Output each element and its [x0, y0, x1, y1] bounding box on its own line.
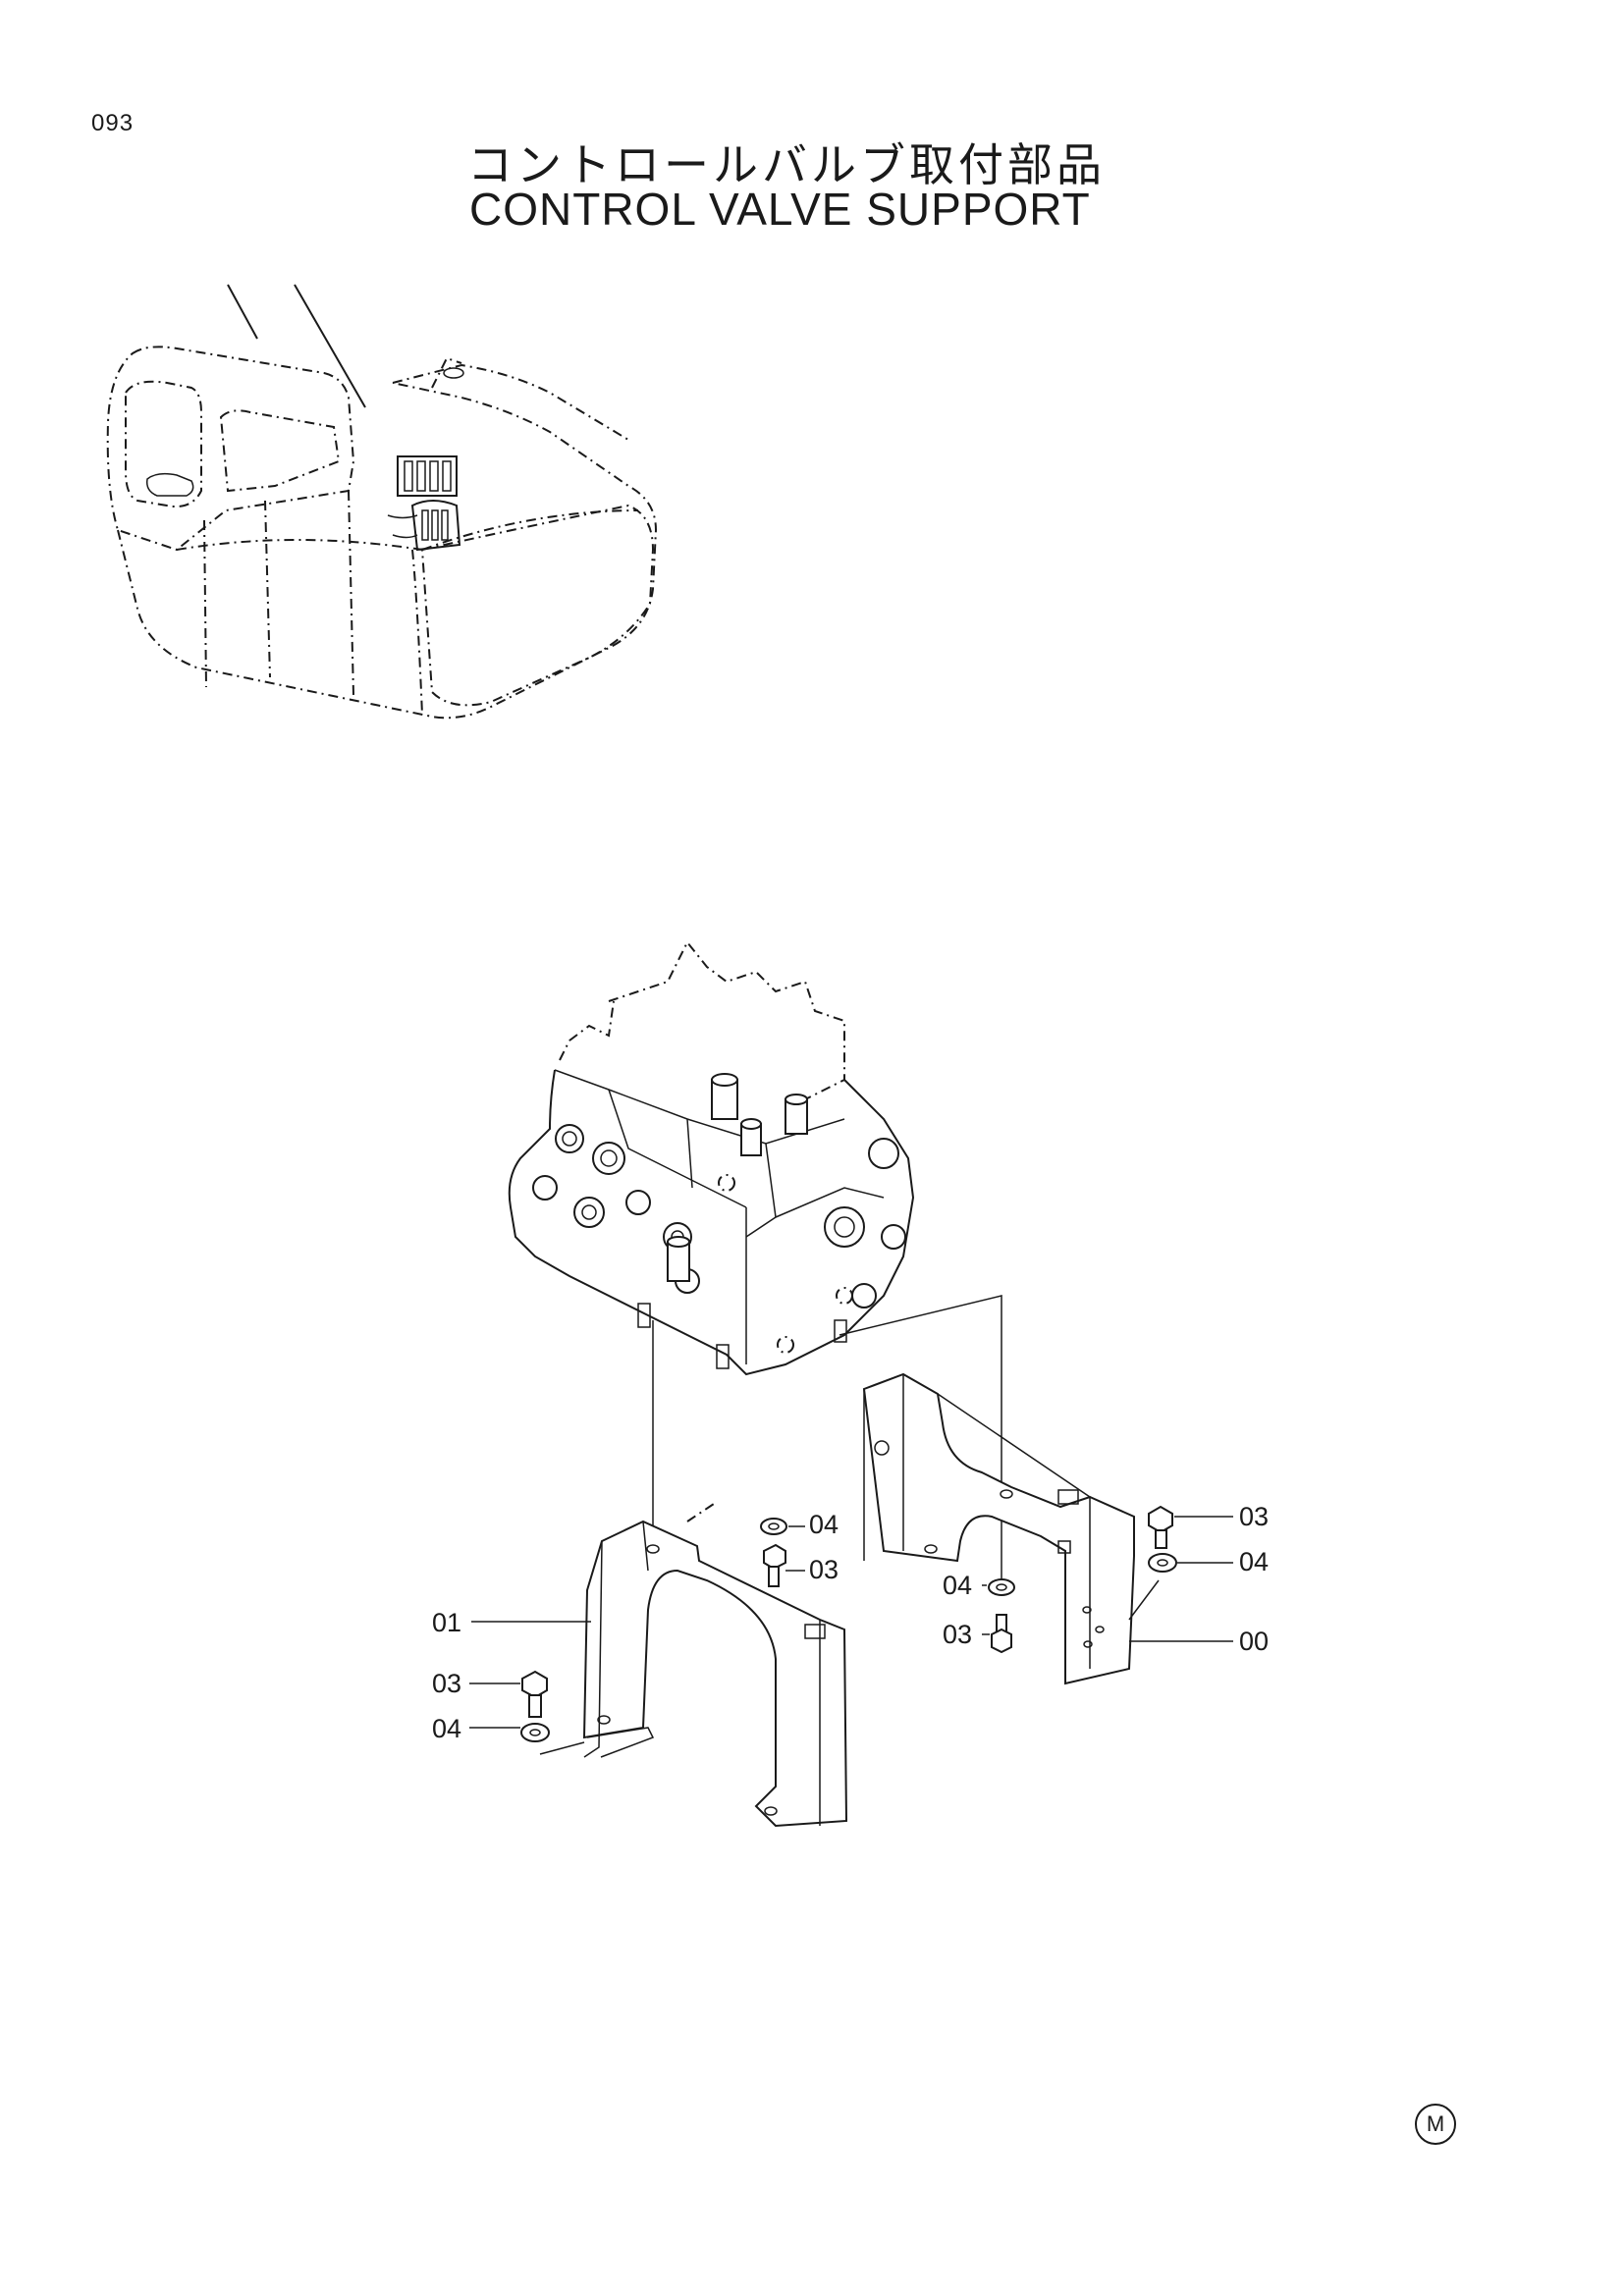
callout-labels: 04 03 01 03 04 04 03 03 04 00 — [432, 1502, 1269, 1743]
callout-bolt-right: 03 — [1239, 1502, 1269, 1531]
bracket-right — [862, 1372, 1160, 1685]
callout-washer-right: 04 — [1239, 1547, 1269, 1576]
callout-bracket-left: 01 — [432, 1608, 461, 1637]
title-english: CONTROL VALVE SUPPORT — [469, 184, 1091, 235]
bolt-left-bottom — [521, 1670, 548, 1718]
control-valve — [508, 940, 915, 1376]
callout-washer-center: 04 — [943, 1571, 972, 1600]
leader-lines — [469, 1516, 1233, 1729]
callout-bolt-center: 03 — [943, 1620, 972, 1649]
maker-mark: M — [1415, 2104, 1456, 2145]
washer-right — [1148, 1553, 1177, 1573]
washer-center — [988, 1578, 1015, 1596]
excavator-overview — [106, 284, 658, 720]
callout-washer-left-top: 04 — [809, 1510, 839, 1539]
bracket-left — [582, 1501, 848, 1828]
callout-bolt-left-top: 03 — [809, 1555, 839, 1584]
title-japanese: コントロールバルブ取付部品 — [467, 138, 1106, 191]
callout-bolt-left-bottom: 03 — [432, 1669, 461, 1698]
fasteners — [520, 1505, 1177, 1755]
washer-left-bottom — [520, 1723, 585, 1755]
callout-washer-left-bottom: 04 — [432, 1714, 461, 1743]
bolt-left-top — [763, 1543, 786, 1587]
page-number: 093 — [91, 110, 135, 136]
bolt-center — [991, 1614, 1012, 1654]
bolt-right — [1148, 1505, 1173, 1549]
callout-bracket-right: 00 — [1239, 1627, 1269, 1656]
washer-left-top — [760, 1518, 787, 1535]
